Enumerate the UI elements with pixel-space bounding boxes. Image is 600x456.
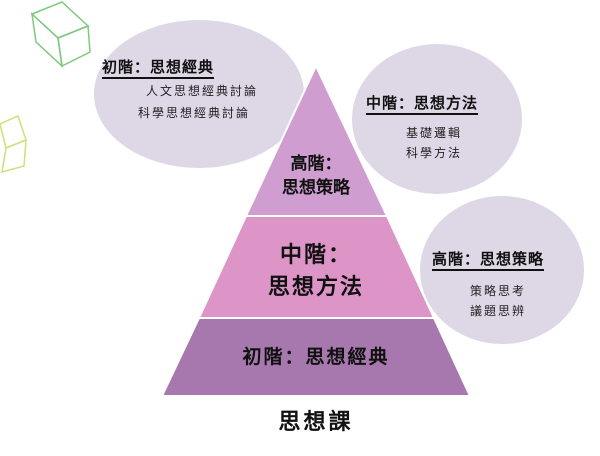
beginner-bubble-line-2: 科學思想經典討論: [138, 106, 251, 120]
pyramid-middle-label: 中階： 思想方法: [236, 240, 396, 304]
yellow-cube-icon: [0, 114, 27, 174]
beginner-bubble-title: 初階：思想經典: [102, 58, 215, 79]
pyramid-bottom-label: 初階：思想經典: [196, 344, 436, 370]
advanced-bubble-line-1: 策略思考: [470, 284, 527, 298]
pyramid-top-label-line-1: 高階：: [290, 154, 342, 174]
pyramid-bottom-tier: [160, 317, 472, 397]
pyramid-top-label: 高階： 思想策略: [256, 152, 376, 200]
intermediate-bubble-line-1: 基礎邏輯: [406, 126, 463, 140]
advanced-bubble-line-2: 議題思辨: [470, 304, 527, 318]
pyramid-middle-label-line-1: 中階：: [279, 243, 352, 268]
pyramid-bottom-label-line-1: 初階：思想經典: [242, 346, 390, 368]
intermediate-bubble-title: 中階：思想方法: [366, 94, 479, 115]
advanced-bubble: 高階：思想策略 策略思考 議題思辨: [420, 196, 584, 344]
diagram-caption: 思想課: [278, 410, 354, 435]
intermediate-bubble: 中階：思想方法 基礎邏輯 科學方法: [352, 44, 522, 194]
beginner-bubble-line-1: 人文思想經典討論: [146, 84, 259, 98]
intermediate-bubble-line-2: 科學方法: [406, 146, 463, 160]
advanced-bubble-title: 高階：思想策略: [432, 250, 545, 271]
pyramid-top-label-line-2: 思想策略: [282, 178, 350, 198]
beginner-bubble: 初階：思想經典 人文思想經典討論 科學思想經典討論: [94, 20, 304, 168]
pyramid-middle-label-line-2: 思想方法: [267, 275, 364, 300]
green-cube-icon: [30, 1, 91, 68]
